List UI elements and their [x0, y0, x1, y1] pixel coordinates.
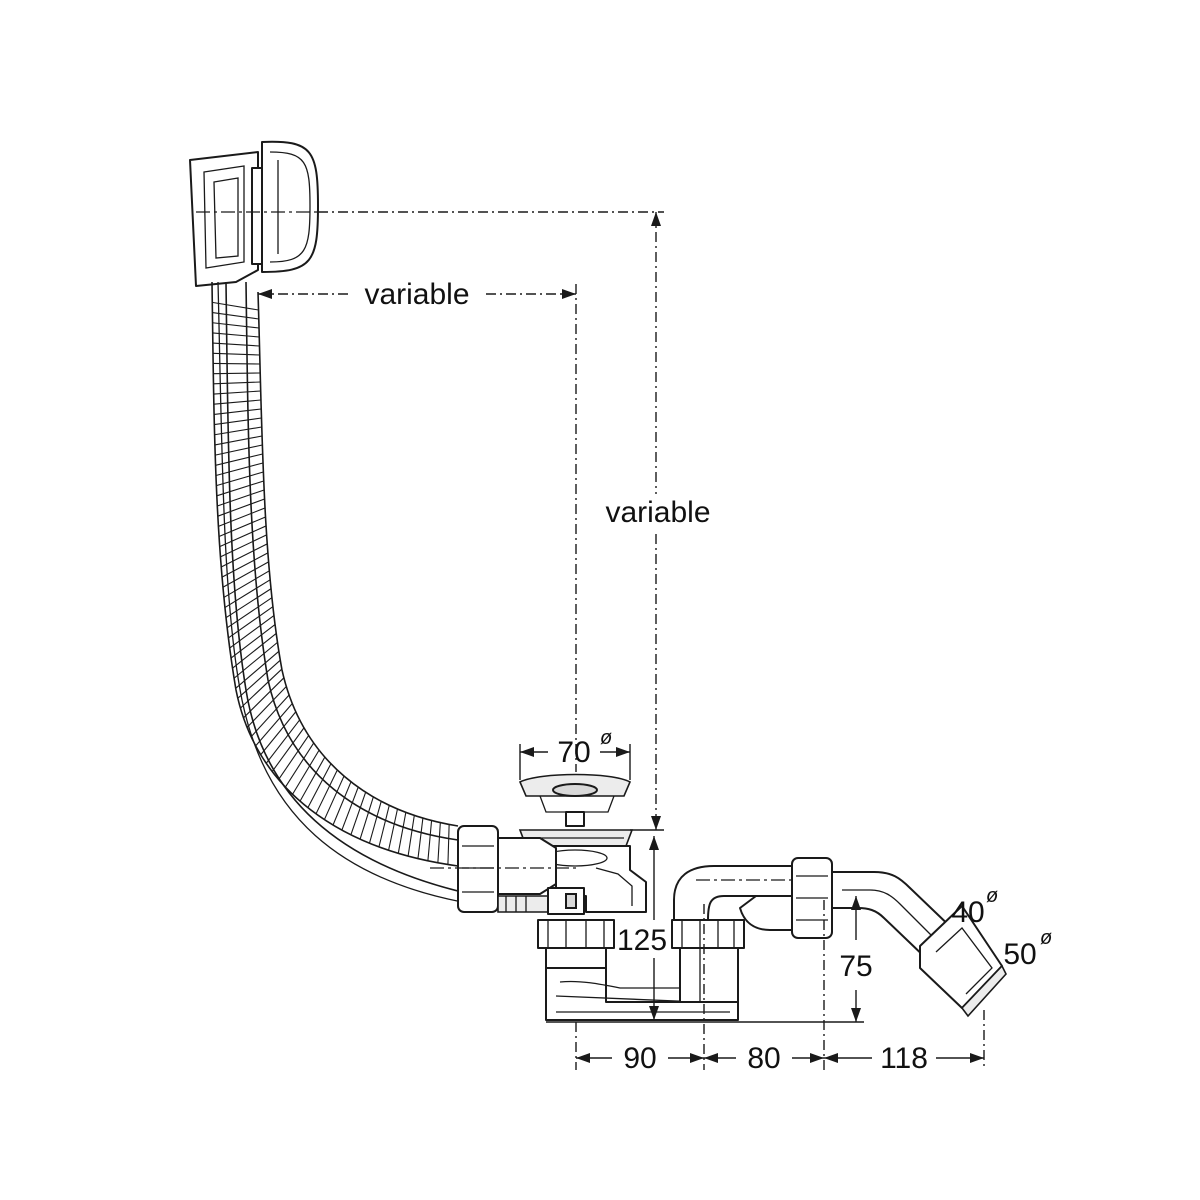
label-horizontal-variable: variable [364, 278, 469, 311]
overflow-head [189, 140, 319, 287]
hose-rib [350, 791, 367, 835]
hose-rib [212, 322, 260, 329]
hose-rib [212, 332, 260, 338]
hose-rib [299, 756, 326, 802]
hose-rib [216, 471, 264, 487]
hose-rib [255, 703, 293, 747]
label-outlet-height: 75 [839, 950, 872, 983]
hose-rib [265, 719, 301, 764]
hose-rib [215, 444, 263, 456]
hose-rib [250, 694, 290, 738]
hose-rib [213, 399, 261, 405]
hose-rib [260, 711, 297, 755]
hose-rib [212, 342, 260, 347]
hose-rib [216, 480, 264, 497]
hose-rib [378, 805, 390, 847]
hose-rib [447, 824, 450, 865]
hose-rib [407, 815, 415, 857]
hose-rib [228, 606, 274, 639]
dimension-lines [258, 211, 985, 1070]
label-plug-diameter-symbol: ø [600, 727, 612, 749]
hose-rib [223, 570, 270, 598]
label-plug-diameter: 70 [557, 736, 590, 769]
label-trap-height: 125 [617, 924, 667, 957]
hose-rib [214, 408, 262, 415]
hose-rib [397, 812, 407, 854]
hose-rib [230, 624, 276, 659]
hose-rib [368, 801, 382, 844]
hose-rib [417, 818, 424, 859]
hose-rib [315, 769, 338, 815]
hose-rib [214, 426, 262, 436]
label-outlet-inner-diameter-symbol: ø [986, 885, 998, 907]
hose-rib [217, 498, 265, 517]
label-bottom-dim-2: 80 [747, 1042, 780, 1075]
hose-rib [212, 301, 259, 311]
label-bottom-dim-3: 118 [880, 1042, 928, 1075]
hose-rib [217, 489, 265, 507]
hose-rib [229, 615, 275, 649]
waste-assembly [430, 773, 1007, 1021]
hose-rib [215, 462, 264, 477]
hose-rib [284, 742, 315, 788]
hose-rib [224, 579, 271, 609]
hose-rib [232, 633, 277, 669]
hose-rib [341, 786, 359, 831]
hose-rib [292, 749, 320, 795]
hose-rib [437, 822, 441, 863]
hose-rib [237, 659, 281, 699]
hose-rib [220, 534, 267, 558]
hose-rib [225, 588, 272, 619]
label-outlet-outer-diameter-symbol: ø [1040, 927, 1052, 949]
label-bottom-dim-1: 90 [623, 1042, 656, 1075]
hose-rib [332, 781, 352, 826]
hose-rib [243, 677, 285, 719]
hose-rib [213, 381, 261, 385]
hose-rib [388, 808, 399, 851]
hose-rib [212, 352, 260, 356]
hose-rib [427, 820, 433, 861]
hose-rib [214, 417, 262, 426]
hose-rib [278, 735, 310, 780]
hose-rib [240, 668, 283, 709]
hose-rib [218, 507, 266, 527]
hose-rib [235, 650, 280, 689]
hose-rib [218, 516, 266, 538]
label-outlet-outer-diameter: 50 [1003, 938, 1036, 971]
hose-rib [226, 597, 273, 629]
hose-rib [307, 763, 332, 808]
hose-rib [213, 372, 261, 375]
hose-rib [219, 525, 267, 548]
hose-rib [212, 312, 259, 320]
hose-rib [323, 775, 345, 820]
hose-rib [214, 435, 263, 446]
hose-rib [213, 390, 261, 395]
hose-rib [220, 543, 268, 568]
hose-rib [233, 641, 278, 679]
hose-rib [221, 552, 269, 578]
hose-rib [359, 796, 374, 840]
hose-rib [271, 727, 305, 772]
dimension-labels: variable variable 70 ø 125 75 40 ø 50 ø … [364, 278, 1052, 1075]
overflow-hose [211, 281, 463, 903]
hose-rib [246, 686, 287, 728]
hose-rib [222, 561, 269, 588]
label-outlet-inner-diameter: 40 [951, 896, 984, 929]
label-vertical-variable: variable [605, 496, 710, 529]
hose-rib [213, 362, 260, 365]
hose-rib [215, 453, 263, 466]
